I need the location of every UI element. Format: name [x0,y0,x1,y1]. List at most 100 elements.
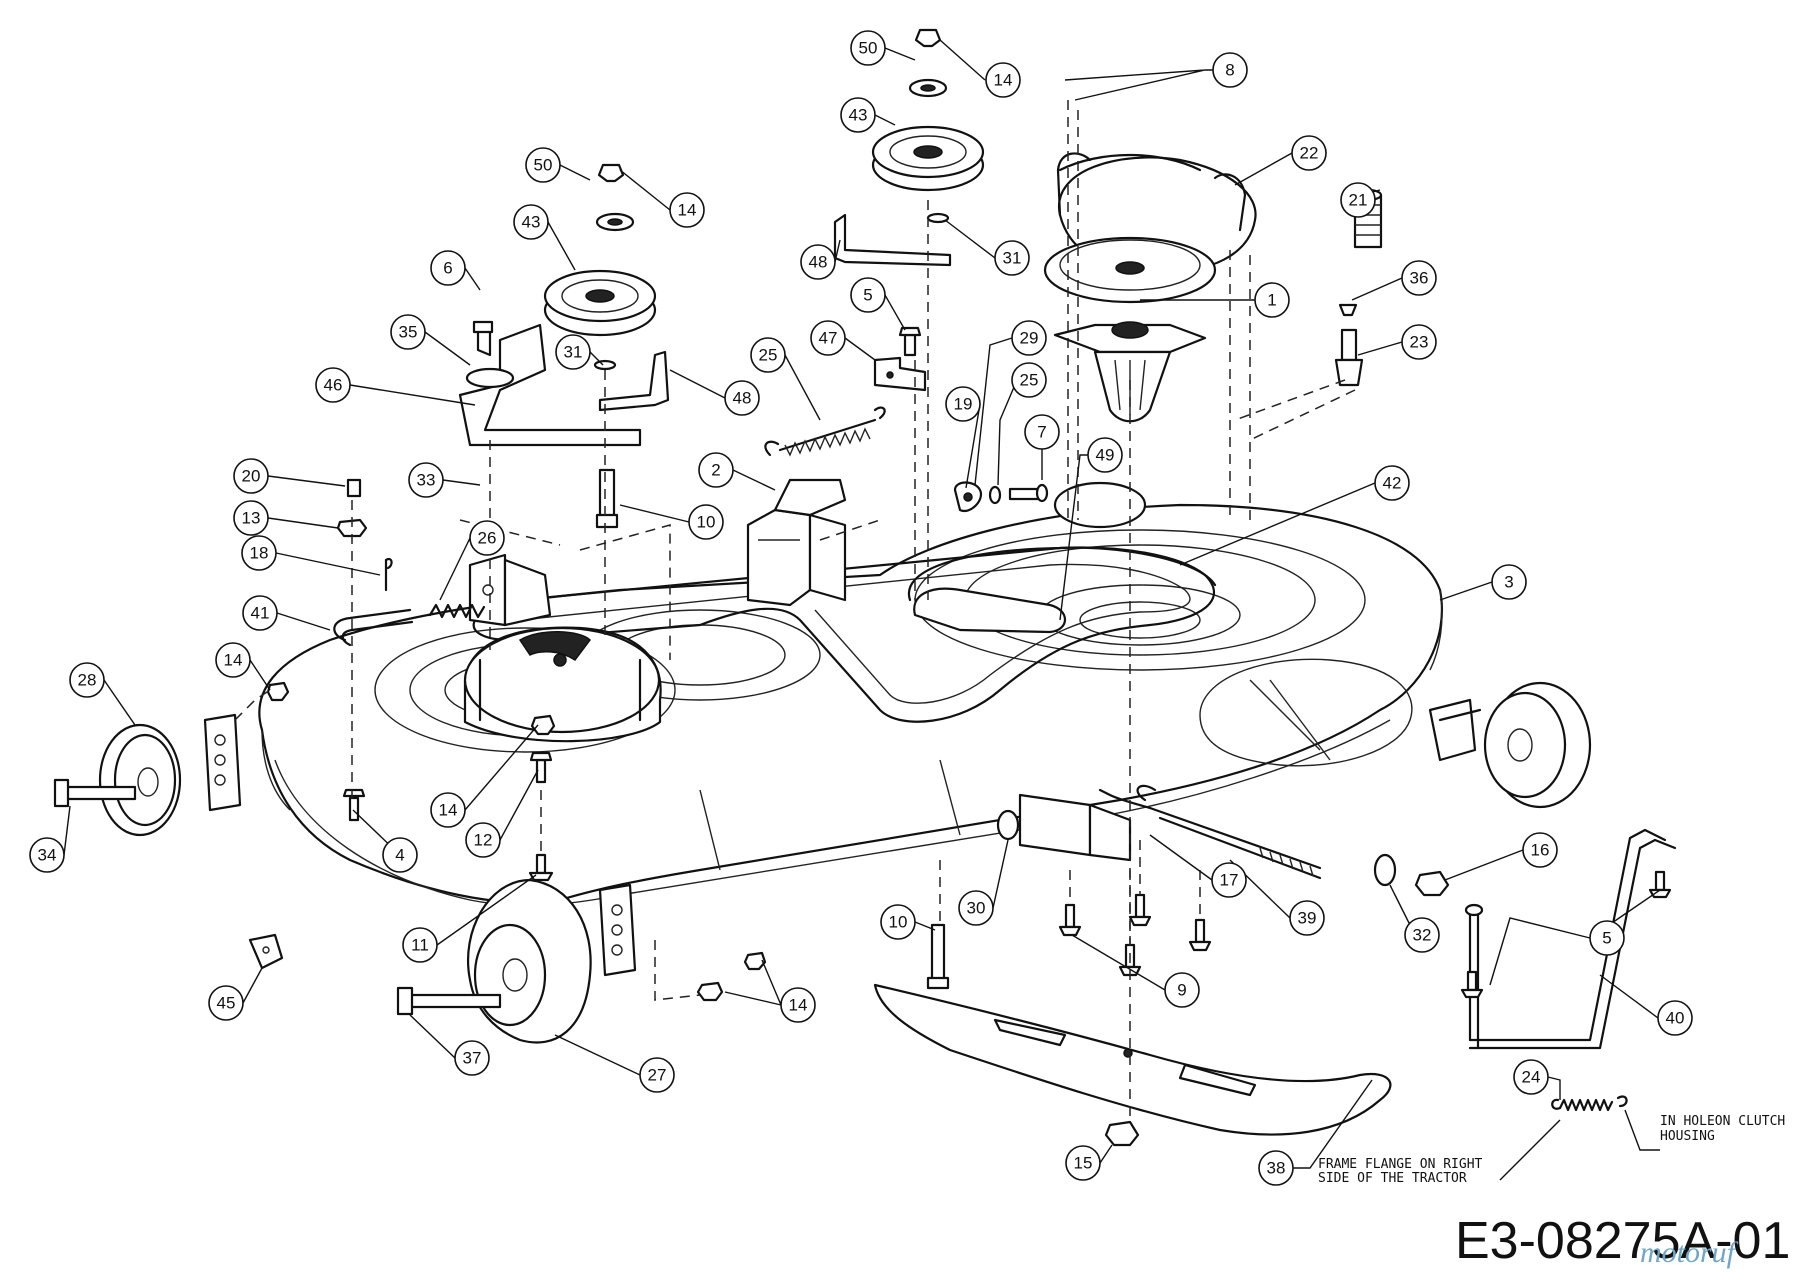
callout-20: 20 [233,458,269,494]
idler-pulley-left [543,163,657,371]
mower-blade-38 [873,983,1392,1136]
callout-label: 14 [994,71,1013,90]
idler-arm-bracket [746,478,847,607]
bolt-10-lower [926,923,950,990]
callout-label: 23 [1410,333,1429,352]
callout-41: 41 [242,595,278,631]
nut-16 [1414,870,1450,897]
bolt-4 [342,788,366,822]
callout-label: 12 [474,831,493,850]
callout-29: 29 [1011,320,1047,356]
callout-label: 37 [463,1049,482,1068]
callout-label: 22 [1300,144,1319,163]
callout-label: 14 [224,651,243,670]
drive-belt [472,546,1217,723]
callout-14: 14 [669,192,705,228]
callout-label: 3 [1504,573,1513,592]
callout-25: 25 [750,337,786,373]
callout-label: 24 [1522,1068,1541,1087]
callout-label: 4 [395,846,404,865]
callout-10: 10 [688,504,724,540]
nut-14-bottom-right [743,951,767,971]
washer-25 [988,485,1002,505]
callout-42: 42 [1374,465,1410,501]
callout-4: 4 [382,837,418,873]
callout-47: 47 [810,320,846,356]
callout-2: 2 [698,452,734,488]
note-clutch-line2: HOUSING [1660,1129,1715,1144]
callout-35: 35 [390,314,426,350]
bracket-48-left [598,350,670,412]
callout-36: 36 [1401,260,1437,296]
bolts-5-lower [1460,870,1672,999]
callout-label: 43 [522,213,541,232]
callout-45: 45 [208,985,244,1021]
callout-9: 9 [1164,972,1200,1008]
callout-label: 6 [443,259,452,278]
callout-label: 5 [1602,929,1611,948]
watermark-logo: motoruf [1640,1236,1739,1269]
callout-label: 26 [478,529,497,548]
callout-label: 1 [1267,291,1276,310]
spindle-housing [1053,321,1207,423]
callout-label: 29 [1020,329,1039,348]
callout-26: 26 [469,520,505,556]
callout-label: 39 [1298,909,1317,928]
spring-24 [1551,1095,1628,1112]
callout-14: 14 [780,987,816,1023]
gauge-wheel-front [467,878,637,1044]
callout-label: 14 [789,996,808,1015]
callout-label: 38 [1267,1159,1286,1178]
pulley-1 [1043,236,1217,304]
bolt-34 [53,778,137,808]
callout-49: 49 [1087,437,1123,473]
bracket-47 [873,356,927,392]
callout-34: 34 [29,837,65,873]
callout-label: 35 [399,323,418,342]
callout-label: 27 [648,1066,667,1085]
idler-pulley-top [871,28,985,224]
bushing-20 [346,478,362,498]
leader-lines [63,39,1661,1181]
callout-3: 3 [1491,564,1527,600]
callout-label: 49 [1096,446,1115,465]
bolt-10-left [595,468,619,529]
washer-30 [996,809,1020,841]
bracket-48-top [833,213,952,267]
callout-40: 40 [1657,1000,1693,1036]
callout-21: 21 [1340,182,1376,218]
callout-48: 48 [800,244,836,280]
callout-label: 48 [733,389,752,408]
callout-17: 17 [1211,862,1247,898]
callout-label: 10 [697,513,716,532]
callout-label: 45 [217,994,236,1013]
left-spindle-cover [463,626,662,743]
callout-label: 32 [1413,926,1432,945]
callout-28: 28 [69,662,105,698]
bolt-7 [1008,483,1049,503]
note-frame-flange-line1: FRAME FLANGE ON RIGHT [1318,1157,1483,1172]
callout-18: 18 [241,535,277,571]
callout-label: 15 [1074,1154,1093,1173]
callout-25: 25 [1011,362,1047,398]
nut-15 [1104,1120,1140,1147]
callout-label: 2 [711,461,720,480]
callout-19: 19 [945,386,981,422]
callout-label: 25 [1020,371,1039,390]
deck-housing [258,503,1443,907]
adjusting-rod-39 [1098,784,1322,880]
callout-48: 48 [724,380,760,416]
callout-label: 10 [889,913,908,932]
idler-bracket-46 [458,320,642,447]
mount-bracket-17 [1018,793,1132,862]
link-41 [333,608,414,647]
callout-37: 37 [454,1040,490,1076]
callout-label: 50 [534,156,553,175]
callout-label: 43 [849,106,868,125]
callout-32: 32 [1404,917,1440,953]
callout-label: 40 [1666,1009,1685,1028]
nut-14-cover [530,714,556,736]
callout-label: 16 [1531,841,1550,860]
note-frame-flange-line2: SIDE OF THE TRACTOR [1318,1171,1467,1186]
pin-18 [384,557,393,592]
